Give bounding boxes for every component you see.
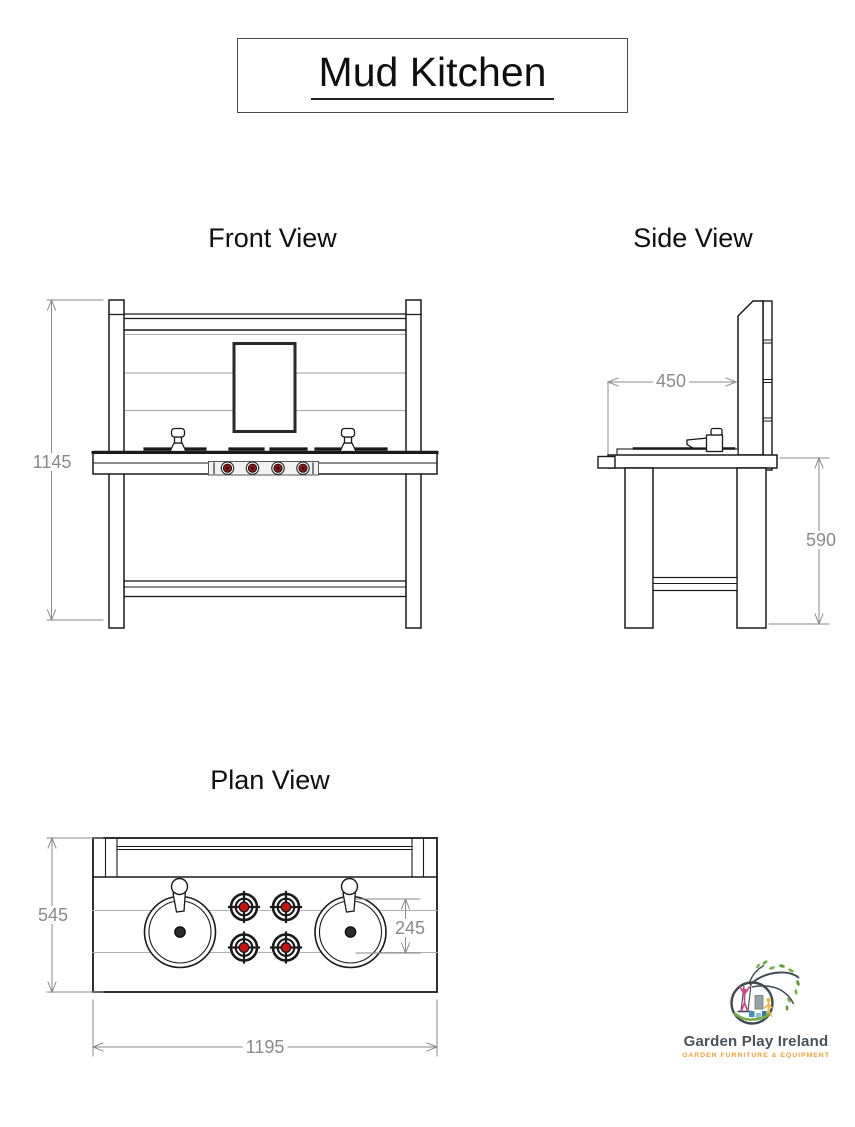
- side-tap: [686, 427, 724, 453]
- side-view-drawing: [597, 300, 830, 629]
- burner: [269, 890, 303, 924]
- front-tap-left: [168, 427, 188, 453]
- plan-tap-left: [170, 877, 189, 913]
- side-panel-rear-strip: [762, 300, 773, 471]
- blocks-icon: [749, 1011, 767, 1019]
- front-tap-right: [338, 427, 358, 453]
- grass-icon: [733, 1011, 771, 1021]
- burner: [269, 931, 303, 964]
- swing-child-icon: [737, 984, 752, 1013]
- side-counter: [597, 454, 778, 469]
- plan-sink-dimension: 245: [391, 919, 429, 937]
- burner-knobs: [220, 461, 310, 475]
- front-knob-strip: [208, 461, 319, 476]
- plan-burners: [227, 890, 303, 964]
- sheet-title-box: Mud Kitchen: [237, 38, 628, 113]
- side-panel-board: [737, 300, 764, 456]
- tower-block-icon: [754, 995, 764, 1010]
- burner: [227, 890, 261, 924]
- front-blackboard: [232, 342, 297, 433]
- plan-view-label: Plan View: [210, 765, 330, 795]
- leaves-icon: [756, 960, 800, 1011]
- plan-sink-left: [143, 895, 217, 969]
- plan-view-drawing: [46, 836, 439, 1057]
- drain-right: [344, 926, 357, 938]
- front-height-dimension: 1145: [29, 453, 75, 471]
- plan-depth-dimension: 545: [34, 906, 72, 924]
- plan-back-panel-strip: [92, 837, 438, 878]
- side-legs: [624, 467, 767, 629]
- burner: [227, 931, 261, 964]
- logo-company-name: Garden Play Ireland: [683, 1033, 829, 1050]
- side-view-label: Side View: [633, 223, 753, 253]
- side-counter-height-dimension: 590: [802, 531, 840, 549]
- plan-outline: [92, 837, 438, 993]
- plan-tap-right: [340, 877, 359, 913]
- branch-icon: [748, 964, 800, 1005]
- logo-mark: [730, 960, 800, 1025]
- sheet-title: Mud Kitchen: [310, 51, 555, 100]
- front-view-drawing: [46, 298, 439, 629]
- front-view-label: Front View: [208, 223, 337, 253]
- side-stretcher-rail: [652, 576, 738, 592]
- drain-left: [174, 926, 186, 938]
- plan-sink-dimension-lines: [355, 897, 421, 955]
- front-stretcher-rail: [123, 580, 407, 598]
- side-depth-dimension: 450: [652, 372, 690, 390]
- logo-tagline: GARDEN FURNITURE & EQUIPMENT: [682, 1052, 830, 1059]
- plan-width-dimension: 1195: [242, 1038, 288, 1056]
